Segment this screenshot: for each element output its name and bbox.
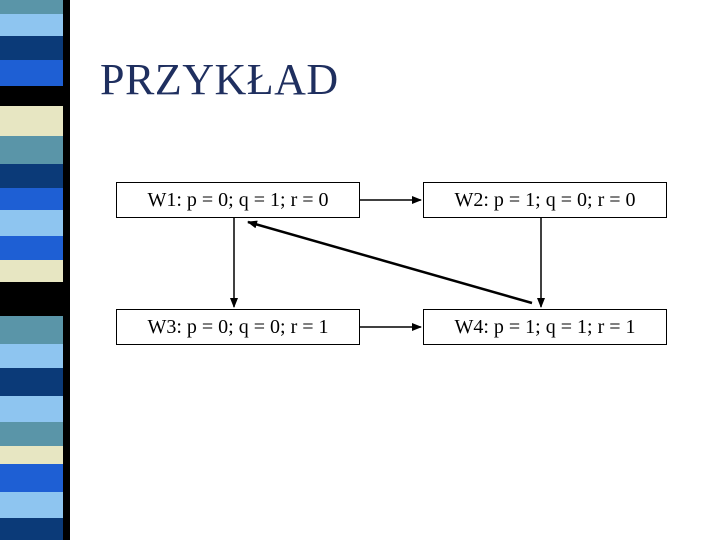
- node-w4: W4: p = 1; q = 1; r = 1: [423, 309, 667, 345]
- node-w1: W1: p = 0; q = 1; r = 0: [116, 182, 360, 218]
- stripe-block: [0, 422, 70, 446]
- node-w3: W3: p = 0; q = 0; r = 1: [116, 309, 360, 345]
- stripe-block: [0, 260, 70, 282]
- stripe-block: [0, 86, 70, 106]
- stripe-block: [0, 106, 70, 136]
- stripe-block: [0, 164, 70, 188]
- stripe-block: [0, 210, 70, 236]
- stripe-block: [0, 14, 70, 36]
- stripe-block: [0, 236, 70, 260]
- stripe-block: [0, 518, 70, 540]
- stripe-block: [0, 0, 70, 14]
- stripe-block: [0, 446, 70, 464]
- stripe-block: [0, 282, 70, 316]
- stripe-block: [0, 136, 70, 164]
- stripe-block: [0, 344, 70, 368]
- stripe-black-bar: [63, 0, 70, 540]
- stripe-block: [0, 464, 70, 492]
- stripe-block: [0, 396, 70, 422]
- node-w2: W2: p = 1; q = 0; r = 0: [423, 182, 667, 218]
- stripe-block: [0, 316, 70, 344]
- stripe-block: [0, 60, 70, 86]
- stripe-block: [0, 492, 70, 518]
- stripe-block: [0, 36, 70, 60]
- decorative-side-stripe: [0, 0, 70, 540]
- stripe-block: [0, 188, 70, 210]
- stripe-block: [0, 368, 70, 396]
- edge-w4-to-w1: [247, 220, 533, 305]
- slide-title: PRZYKŁAD: [100, 55, 339, 104]
